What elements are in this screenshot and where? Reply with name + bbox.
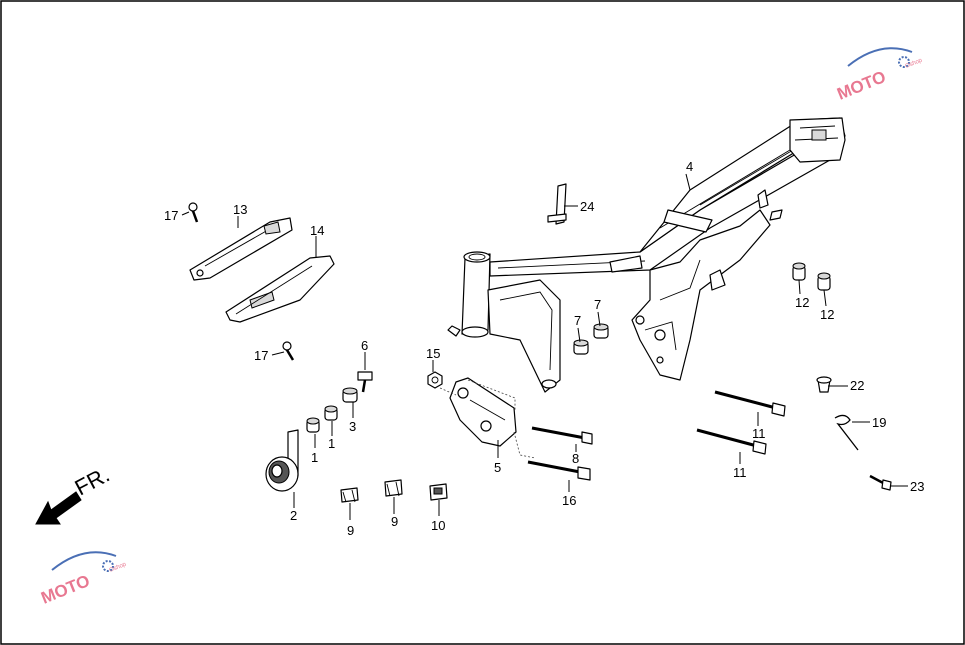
collar-7b-part bbox=[593, 323, 609, 339]
bolt-6-part bbox=[357, 371, 373, 393]
screw-17a-part bbox=[188, 202, 199, 223]
bolt-8-part bbox=[531, 426, 593, 445]
rubber-bushing-12b-part bbox=[817, 272, 831, 291]
callout-labels: 1 1 2 3 4 5 6 7 7 8 9 9 10 11 11 12 12 1… bbox=[164, 159, 924, 538]
callout-16: 16 bbox=[562, 493, 576, 508]
watermark-swoosh-icon bbox=[847, 47, 913, 67]
spring-19-part bbox=[834, 414, 859, 451]
main-frame-part bbox=[447, 117, 846, 393]
screw-17b-part bbox=[282, 341, 295, 361]
watermark-logo-subtext: Oshop bbox=[905, 57, 924, 69]
watermark-gear-icon bbox=[102, 560, 114, 572]
rubber-1a-part bbox=[306, 417, 320, 433]
callout-10: 10 bbox=[431, 518, 445, 533]
callout-7b: 7 bbox=[594, 297, 601, 312]
callout-7a: 7 bbox=[574, 313, 581, 328]
callout-11b: 11 bbox=[733, 465, 747, 480]
front-direction-indicator: FR. bbox=[35, 462, 114, 525]
clip-10-part bbox=[429, 483, 448, 501]
engine-hanger-plate-part bbox=[439, 377, 536, 459]
watermark-logo-text: MOTO bbox=[834, 67, 888, 104]
bolt-11-upper-part bbox=[714, 390, 786, 417]
callout-17a: 17 bbox=[164, 208, 178, 223]
leader-lines bbox=[181, 173, 908, 520]
watermark-top-right: MOTO Oshop bbox=[834, 47, 924, 104]
horn-2-part bbox=[265, 429, 299, 492]
bracket-24-part bbox=[547, 183, 567, 225]
rubber-bushing-12a-part bbox=[792, 262, 806, 281]
watermark-logo-subtext: Oshop bbox=[109, 561, 128, 573]
clip-9b-part bbox=[384, 479, 403, 497]
callout-13: 13 bbox=[233, 202, 247, 217]
clip-9a-part bbox=[340, 487, 359, 503]
callout-9a: 9 bbox=[347, 523, 354, 538]
callout-3: 3 bbox=[349, 419, 356, 434]
side-cover-14-part bbox=[225, 255, 335, 323]
callout-12b: 12 bbox=[820, 307, 834, 322]
callout-6: 6 bbox=[361, 338, 368, 353]
watermark-bottom-left: MOTO Oshop bbox=[38, 551, 128, 608]
callout-9b: 9 bbox=[391, 514, 398, 529]
callout-2: 2 bbox=[290, 508, 297, 523]
collar-7a-part bbox=[573, 339, 589, 355]
front-arrow-icon bbox=[35, 491, 82, 525]
side-cover-13-part bbox=[189, 217, 293, 281]
bolt-23-part bbox=[869, 474, 892, 491]
nut-15-part bbox=[427, 371, 443, 389]
callout-12a: 12 bbox=[795, 295, 809, 310]
callout-11a: 11 bbox=[752, 426, 766, 441]
watermark-swoosh-icon bbox=[51, 551, 117, 571]
callout-1b: 1 bbox=[328, 436, 335, 451]
callout-4: 4 bbox=[686, 159, 693, 174]
callout-14: 14 bbox=[310, 223, 324, 238]
watermark-gear-icon bbox=[898, 56, 910, 68]
callout-17b: 17 bbox=[254, 348, 268, 363]
collar-3-part bbox=[342, 387, 358, 403]
callout-15: 15 bbox=[426, 346, 440, 361]
bolt-11-lower-part bbox=[696, 428, 767, 455]
callout-5: 5 bbox=[494, 460, 501, 475]
callout-22: 22 bbox=[850, 378, 864, 393]
rubber-1b-part bbox=[324, 405, 338, 421]
bolt-16-part bbox=[527, 460, 591, 481]
callout-23: 23 bbox=[910, 479, 924, 494]
callout-19: 19 bbox=[872, 415, 886, 430]
fitting-22-part bbox=[816, 376, 832, 393]
watermark-logo-text: MOTO bbox=[38, 571, 92, 608]
callout-24: 24 bbox=[580, 199, 594, 214]
callout-8: 8 bbox=[572, 451, 579, 466]
callout-1a: 1 bbox=[311, 450, 318, 465]
